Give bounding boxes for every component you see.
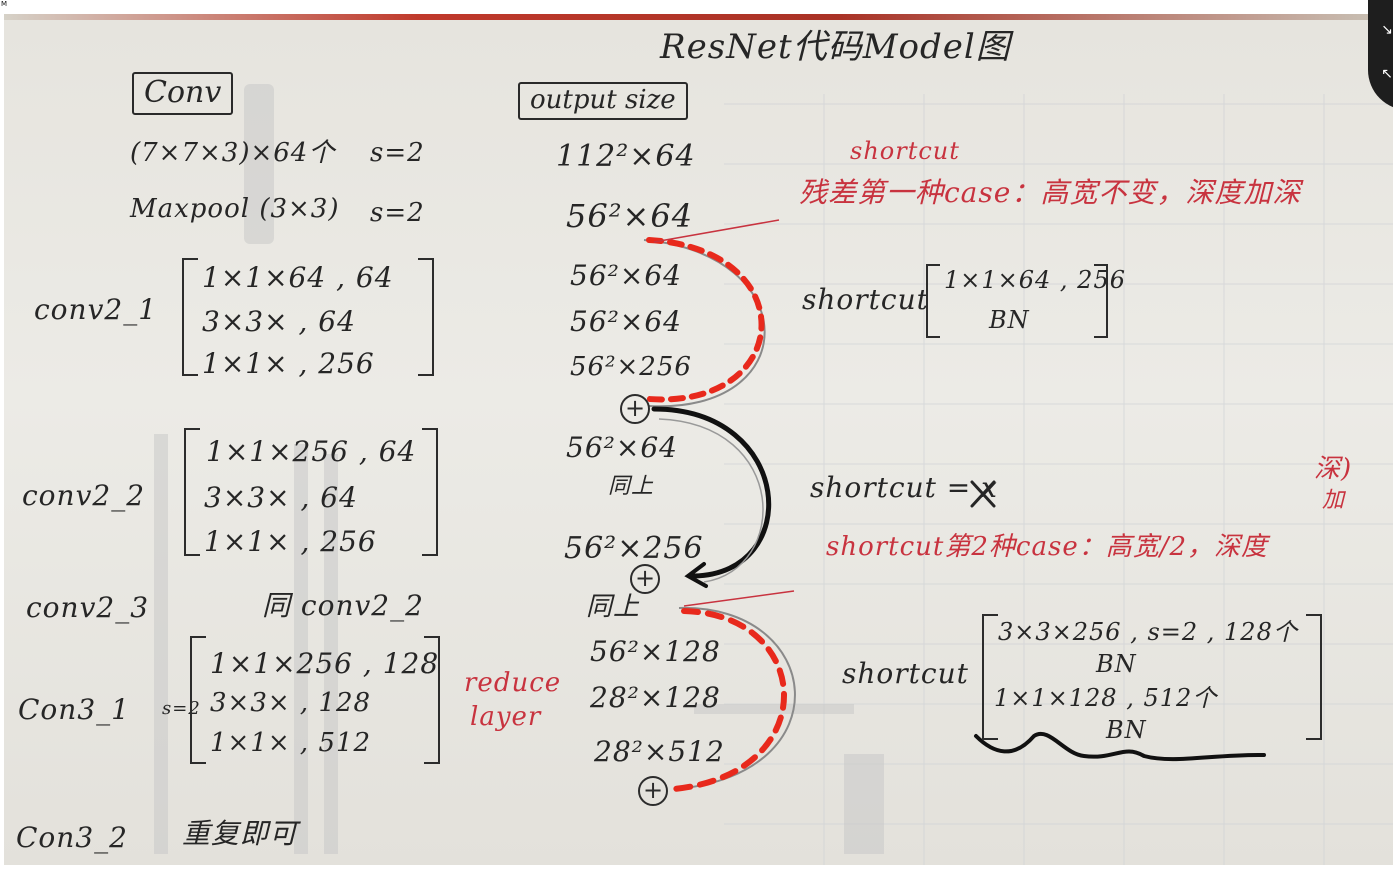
bleed-through-marks [154, 84, 884, 854]
conv2-1-output-1: 56²×64 [570, 259, 682, 292]
conv2-2-row-2: 3×3× , 64 [204, 481, 358, 514]
residual-add-1: + [620, 394, 650, 424]
case1-shortcut-label: shortcut [802, 283, 929, 316]
conv3-1-bracket-left [190, 636, 206, 764]
conv3-1-row-1: 1×1×256 , 128 [210, 647, 440, 680]
conv2-1-name: conv2_1 [34, 293, 158, 326]
conv2-2-row-3: 1×1× , 256 [204, 525, 377, 558]
notebook-page: ResNet代码Model图 Conv output size (7×7×3)×… [4, 14, 1393, 865]
identity-arrow-grey-edge [658, 418, 764, 583]
conv1-stride: s=2 [370, 138, 425, 168]
conv-header: Conv [132, 72, 234, 115]
residual-curve-2-red [671, 608, 787, 792]
layer-note: layer [470, 702, 542, 732]
case2-underline-squiggle [974, 731, 1266, 762]
conv2-2-output-3: 56²×256 [564, 531, 704, 566]
drawing-layer [154, 84, 1393, 865]
case2-shortcut-bracket-right [1306, 614, 1322, 740]
conv3-1-name: Con3_1 [18, 693, 130, 726]
conv1-kernel: (7×7×3)×64个 [130, 138, 336, 168]
conv2-2-row-1: 1×1×256 , 64 [206, 435, 417, 468]
conv3-1-output-3: 28²×512 [594, 735, 725, 768]
identity-shortcut-arrow [651, 406, 772, 579]
case2-shortcut-label: shortcut [842, 657, 969, 690]
corner-mark: M [1, 0, 8, 8]
maxpool-output: 56²×64 [566, 197, 694, 235]
output-size-header: output size [518, 82, 688, 120]
case1-shortcut-bracket-left [926, 264, 940, 338]
residual-add-3: + [638, 776, 668, 806]
identity-arrow-head [684, 562, 708, 588]
conv2-1-output-3: 56²×256 [570, 352, 692, 382]
identity-x-mark [970, 480, 996, 508]
residual-curve-1-red [646, 237, 765, 403]
conv2-2-output-1: 56²×64 [566, 431, 678, 464]
conv2-2-bracket-left [184, 428, 200, 556]
conv2-3-name: conv2_3 [26, 591, 150, 624]
conv3-1-output-2: 28²×128 [590, 681, 721, 714]
case2-shortcut-row-3: 1×1×128 , 512个 [994, 684, 1218, 712]
residual-add-2: + [630, 564, 660, 594]
case2-shortcut-row-1: 3×3×256 , s=2 , 128个 [998, 618, 1298, 646]
conv3-1-output-1: 56²×128 [590, 635, 721, 668]
conv2-1-bracket-right [418, 258, 434, 376]
case2-shortcut-row-4: BN [1106, 716, 1147, 744]
conv3-2-desc: 重复即可 [182, 817, 299, 850]
conv3-1-row-2: 3×3× , 128 [210, 688, 372, 718]
add-note: 加 [1322, 488, 1346, 513]
conv2-2-name: conv2_2 [22, 479, 146, 512]
notebook-rules [724, 94, 1393, 865]
case2-pointer-line [683, 590, 795, 607]
case2-shortcut-row-2: BN [1096, 650, 1137, 678]
collapse-arrow-icon[interactable]: ↖ [1381, 66, 1393, 82]
page-top-edge [4, 14, 1393, 20]
conv2-1-output-2: 56²×64 [570, 305, 682, 338]
conv3-1-row-3: 1×1× , 512 [210, 728, 372, 758]
conv2-1-bracket-left [182, 258, 198, 376]
conv2-1-row-2: 3×3× , 64 [202, 305, 356, 338]
case2-annotation: shortcut第2种case：高宽/2，深度 [826, 532, 1269, 562]
expand-arrow-icon[interactable]: ↘ [1381, 22, 1393, 38]
case1-shortcut-bracket-right [1094, 264, 1108, 338]
maxpool-label: Maxpool (3×3) [130, 194, 340, 224]
conv2-1-row-3: 1×1× , 256 [202, 347, 375, 380]
case2-shortcut-bracket-left [982, 614, 998, 740]
case1-shortcut-row-1: 1×1×64 , 256 [944, 266, 1126, 294]
case1-pointer-line [653, 219, 780, 243]
page-title: ResNet代码Model图 [660, 27, 1011, 67]
conv2-3-output: 同上 [586, 592, 641, 622]
conv3-1-bracket-right [424, 636, 440, 764]
case1-shortcut-word: shortcut [850, 137, 960, 165]
conv1-output: 112²×64 [556, 139, 696, 174]
case1-shortcut-row-2: BN [989, 306, 1030, 334]
conv2-3-desc: 同 conv2_2 [262, 589, 424, 622]
case1-annotation: 残差第一种case：高宽不变，深度加深 [799, 176, 1302, 209]
maxpool-stride: s=2 [370, 198, 425, 228]
identity-shortcut-label: shortcut = x [810, 471, 998, 504]
conv2-2-bracket-right [422, 428, 438, 556]
conv2-2-output-2: 同上 [608, 474, 655, 499]
deepen-note: 深) [1314, 454, 1353, 484]
reduce-note: reduce [464, 668, 562, 698]
conv2-1-row-1: 1×1×64 , 64 [202, 261, 394, 294]
conv3-2-name: Con3_2 [16, 821, 128, 854]
